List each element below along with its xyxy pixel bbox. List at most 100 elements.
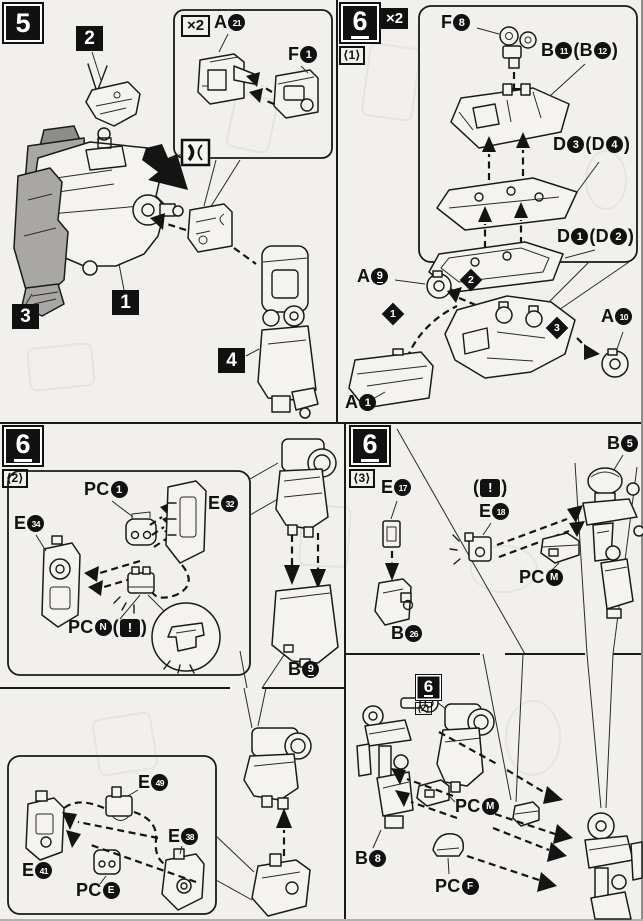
unit-label-2: 2 (76, 26, 103, 51)
step-6-3-header: 6 ⟨3⟩ (349, 425, 391, 488)
left-leg-frame-drawing (356, 693, 439, 829)
step-number-box: 6 (349, 425, 391, 467)
unit-label-1: 1 (112, 290, 139, 315)
head-unit-drawing (85, 63, 141, 127)
unit-label-3: 3 (12, 304, 39, 329)
multiplier-x2: ×2 (381, 8, 409, 29)
assembly-drawing-leg-left (7, 688, 312, 917)
part-f1-drawing (273, 69, 319, 119)
step-6-1-header: 6 ⟨1⟩ (339, 2, 381, 65)
part-b26-drawing (374, 578, 414, 626)
part-b5-leg-drawing (582, 467, 643, 619)
part-b11-drawing (450, 83, 570, 149)
waist-assembly-drawing (444, 295, 576, 379)
thigh-assembly-drawing (436, 703, 495, 793)
panel-divider (344, 423, 346, 921)
right-arm-unit-drawing (257, 245, 319, 419)
assembly-drawing-step6-1 (348, 5, 638, 409)
assembly-drawing-step6-2 (7, 438, 339, 688)
step-6-2-header: 6 ⟨2⟩ (2, 425, 44, 488)
caution-note: ( ! ) (473, 477, 508, 497)
panel-divider (0, 422, 643, 424)
panel-divider (262, 687, 345, 689)
part-pcf-drawing (432, 833, 465, 857)
press-fit-icon (171, 138, 211, 167)
page-edge (641, 0, 643, 921)
upper-leg-part-drawing (275, 438, 337, 538)
part-e18-drawing (449, 532, 492, 565)
unit-label-4: 4 (218, 348, 245, 373)
assembly-drawing-leg-right (356, 654, 643, 920)
part-pc1-drawing (125, 511, 157, 546)
assemble-direction-arrow (142, 144, 188, 190)
sub-step-box: ⟨1⟩ (339, 46, 365, 65)
step-number-box: 6 (339, 2, 381, 44)
small-joint-part-drawing (512, 801, 540, 827)
callout-box (173, 9, 333, 159)
callout-box (7, 755, 217, 915)
part-b9-drawing (271, 584, 339, 668)
print-through-ghost (470, 545, 538, 593)
panel-divider (346, 653, 480, 655)
sub-step-box: ⟨2⟩ (2, 469, 28, 488)
step-number-box: 5 (2, 2, 44, 44)
part-e38-drawing (161, 848, 205, 911)
magnifier-detail (151, 602, 221, 674)
knee-assembly-drawing (243, 727, 312, 810)
step-number-box: 6 (415, 674, 442, 701)
page-edge (0, 919, 643, 921)
print-through-ghost (505, 700, 561, 776)
part-e49-drawing (105, 786, 133, 821)
assembly-drawing-step6-3 (374, 428, 643, 654)
part-e17-drawing (382, 520, 401, 548)
left-arm-unit-drawing (13, 167, 69, 317)
part-a21-drawing (197, 53, 255, 105)
part-a9-drawing (426, 270, 452, 299)
part-e32-drawing (165, 480, 207, 564)
part-e34-drawing (41, 535, 81, 628)
part-f8-drawing (499, 26, 537, 69)
assembly-drawing-step5 (13, 9, 333, 419)
panel-divider (505, 653, 585, 655)
part-pcn-drawing (113, 566, 155, 614)
right-leg-frame-drawing (584, 812, 643, 920)
part-a10-drawing (601, 348, 629, 378)
callout-box (7, 470, 251, 676)
panel-divider (0, 687, 230, 689)
sub-step-box: (2) (415, 702, 432, 715)
step-number-box: 6 (2, 425, 44, 467)
part-pcm-drawing (416, 779, 450, 807)
part-d3-drawing (436, 177, 578, 231)
shoulder-joint-drawing (187, 203, 233, 253)
sub-step-box: ⟨3⟩ (349, 469, 375, 488)
